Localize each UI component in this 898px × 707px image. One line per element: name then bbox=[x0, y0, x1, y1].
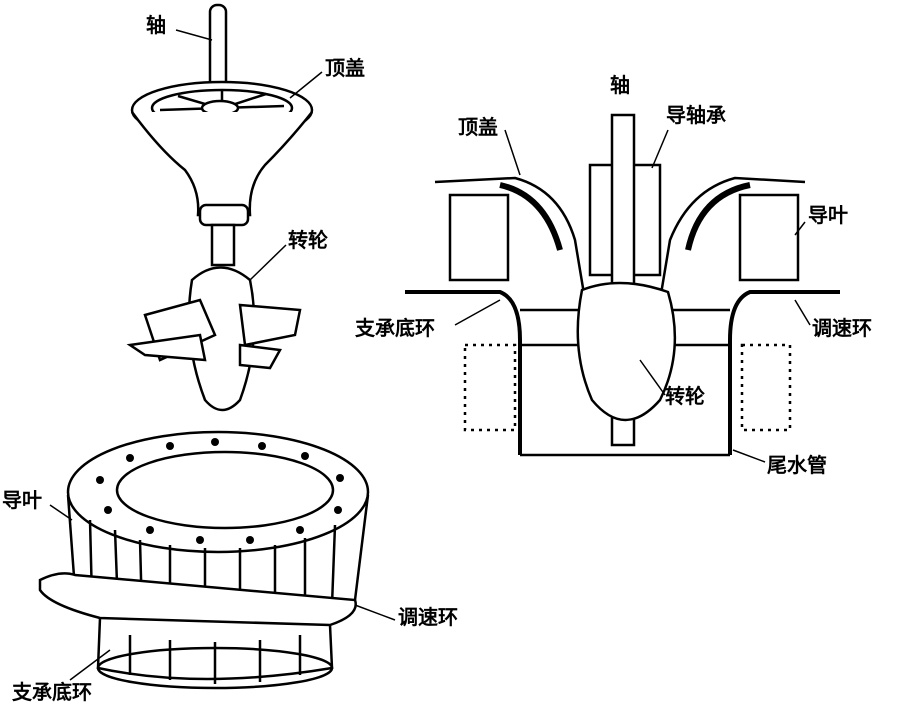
left-runner-drawing bbox=[126, 3, 323, 412]
label-shaft-right: 轴 bbox=[610, 73, 630, 97]
label-regulating-ring-left: 调速环 bbox=[398, 605, 458, 629]
label-head-cover-right: 顶盖 bbox=[458, 115, 498, 139]
label-guide-vane-right: 导叶 bbox=[808, 203, 848, 227]
label-support-bottom-ring-right: 支承底环 bbox=[355, 316, 435, 340]
label-guide-vane-left: 导叶 bbox=[2, 488, 42, 512]
label-regulating-ring-right: 调速环 bbox=[812, 316, 872, 340]
label-shaft-left: 轴 bbox=[146, 13, 166, 37]
label-support-bottom-ring-left: 支承底环 bbox=[12, 680, 92, 704]
label-runner-left: 转轮 bbox=[288, 228, 328, 252]
label-head-cover-left: 顶盖 bbox=[325, 56, 365, 80]
label-runner-right: 转轮 bbox=[665, 384, 705, 408]
label-guide-bearing: 导轴承 bbox=[666, 103, 726, 127]
label-draft-tube: 尾水管 bbox=[767, 453, 827, 477]
left-guide-apparatus-drawing bbox=[38, 430, 396, 690]
right-section-drawing bbox=[405, 113, 840, 463]
